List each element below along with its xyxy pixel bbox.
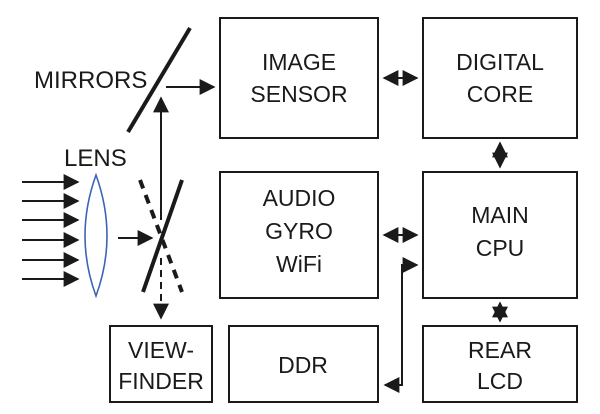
wifi-line: WiFi <box>276 251 322 277</box>
viewfinder-line-2: FINDER <box>118 368 204 394</box>
rear-lcd-line-2: LCD <box>477 368 523 394</box>
mirrors-label: MIRRORS <box>34 67 147 94</box>
main-cpu-box <box>422 171 578 299</box>
rear-lcd-box <box>422 325 578 403</box>
upper-mirror <box>126 26 192 134</box>
gyro-line: GYRO <box>265 218 333 244</box>
lens-shape <box>84 172 108 299</box>
lower-mirror <box>141 179 184 293</box>
ddr-box <box>228 325 379 403</box>
main-cpu-line-2: CPU <box>476 235 525 261</box>
viewfinder-block: VIEW- FINDER <box>109 325 213 403</box>
viewfinder-box <box>109 325 213 403</box>
image-sensor-block: IMAGE SENSOR <box>219 17 379 139</box>
lens-label: LENS <box>64 145 127 172</box>
image-sensor-line-1: IMAGE <box>262 49 336 75</box>
image-sensor-line-2: SENSOR <box>250 81 347 107</box>
rear-lcd-block: REAR LCD <box>422 325 578 403</box>
lower-mirror-flipped <box>138 179 184 293</box>
audio-gyro-wifi-block: AUDIO GYRO WiFi <box>219 171 379 299</box>
main-cpu-block: MAIN CPU <box>422 171 578 299</box>
digital-core-line-1: DIGITAL <box>456 49 544 75</box>
main-cpu-line-1: MAIN <box>471 202 529 228</box>
digital-core-block: DIGITAL CORE <box>422 17 578 139</box>
digital-core-box <box>422 17 578 139</box>
audio-line: AUDIO <box>263 185 336 211</box>
ddr-block: DDR <box>228 325 379 403</box>
digital-core-line-2: CORE <box>467 81 533 107</box>
rear-lcd-line-1: REAR <box>468 337 532 363</box>
incoming-light-rays <box>22 174 80 287</box>
image-sensor-box <box>219 17 379 139</box>
cpu-ddr-link <box>383 257 419 393</box>
audio-gyro-wifi-box <box>219 171 379 299</box>
viewfinder-line-1: VIEW- <box>128 337 194 363</box>
ddr-label: DDR <box>278 352 328 378</box>
